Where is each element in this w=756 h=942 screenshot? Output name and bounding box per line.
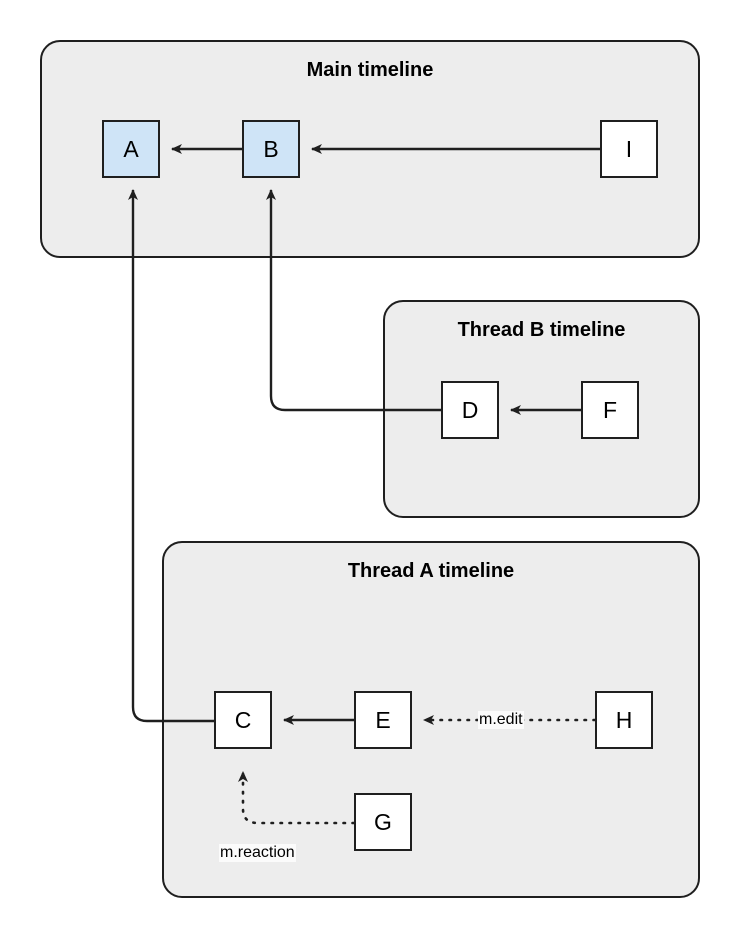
node-b-label: B [263, 135, 279, 162]
node-e-label: E [375, 706, 391, 733]
node-g-label: G [374, 808, 392, 835]
group-title-thread-b-timeline: Thread B timeline [457, 319, 626, 341]
node-c[interactable]: C [214, 691, 272, 749]
node-a[interactable]: A [102, 120, 160, 178]
edge-g-to-c-m-reaction [238, 770, 356, 825]
node-d-label: D [461, 396, 479, 423]
edge-d-to-b [266, 189, 441, 412]
node-a-label: A [123, 135, 139, 162]
node-f[interactable]: F [581, 381, 639, 439]
edge-label-m-edit: m.edit [478, 711, 524, 729]
node-f-label: F [602, 396, 618, 423]
node-d[interactable]: D [441, 381, 499, 439]
node-h[interactable]: H [595, 691, 653, 749]
node-i[interactable]: I [600, 120, 658, 178]
node-e[interactable]: E [354, 691, 412, 749]
node-c-label: C [234, 706, 252, 733]
node-h-label: H [615, 706, 633, 733]
group-title-main-timeline: Main timeline [306, 59, 434, 81]
node-i-label: I [625, 135, 633, 162]
group-title-thread-a-timeline: Thread A timeline [347, 560, 515, 582]
node-g[interactable]: G [354, 793, 412, 851]
edge-c-to-a [128, 189, 214, 723]
node-b[interactable]: B [242, 120, 300, 178]
edge-label-m-reaction: m.reaction [219, 844, 296, 862]
